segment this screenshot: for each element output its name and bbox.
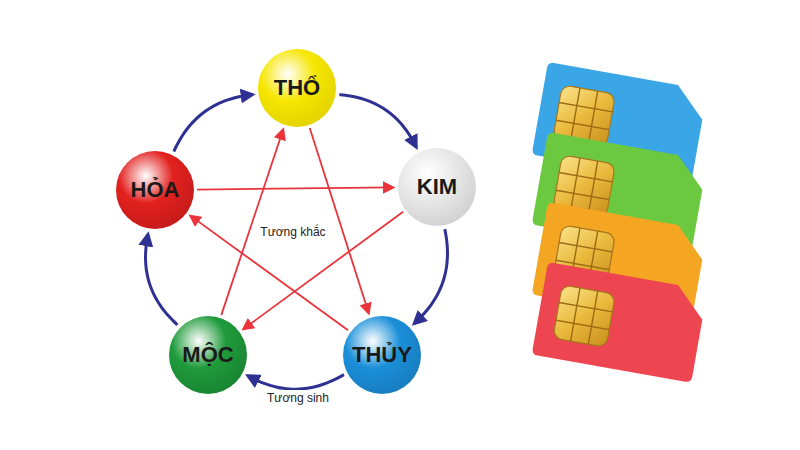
element-name: THỦY (352, 344, 412, 366)
generating-arrow (248, 375, 344, 390)
element-circle: THỦY (343, 316, 421, 394)
cycle-label: Tương khắc (257, 224, 328, 240)
element-circle: MỘC (169, 316, 247, 394)
generating-arrow (339, 95, 416, 148)
generating-arrow (174, 95, 253, 152)
element-name: KIM (417, 176, 457, 198)
element-circle: HỎA (116, 151, 194, 229)
element-name: HỎA (131, 179, 180, 201)
element-circle: KIM (398, 148, 476, 226)
generating-arrow (414, 229, 447, 324)
generating-arrow (146, 234, 178, 325)
overcoming-arrow (191, 216, 348, 330)
cycle-label: Tương sinh (264, 390, 332, 406)
overcoming-arrow (197, 187, 393, 189)
element-circle: THỔ (258, 49, 336, 127)
overcoming-arrow (310, 128, 369, 313)
overcoming-arrow (221, 130, 283, 315)
element-name: MỘC (182, 344, 233, 366)
element-name: THỔ (274, 77, 320, 99)
